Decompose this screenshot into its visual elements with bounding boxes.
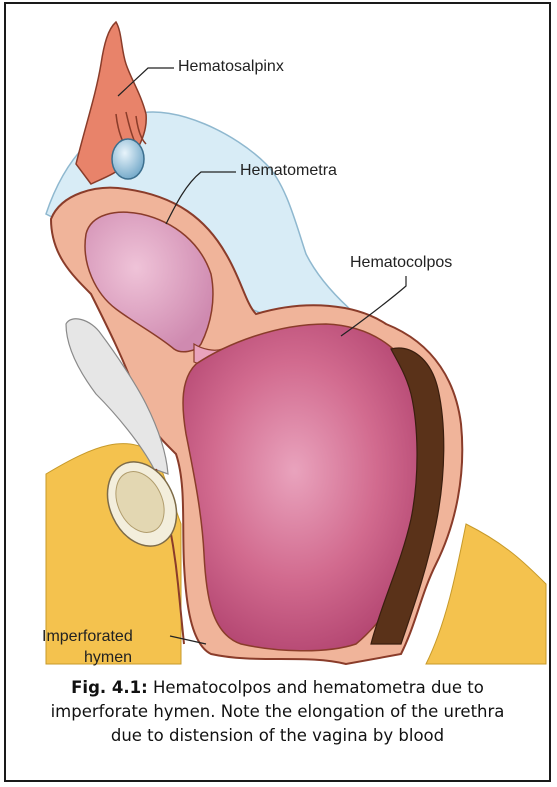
label-hematometra: Hematometra [240, 162, 337, 180]
illustration-svg [6, 4, 549, 676]
figure-caption: Fig. 4.1: Hematocolpos and hematometra d… [6, 676, 549, 748]
caption-line-3: due to distension of the vagina by blood [6, 724, 549, 748]
label-hymen: hymen [84, 649, 132, 667]
label-hematosalpinx: Hematosalpinx [178, 58, 284, 76]
caption-line-1: Fig. 4.1: Hematocolpos and hematometra d… [6, 676, 549, 700]
ovary [112, 139, 144, 179]
figure-number: Fig. 4.1: [71, 678, 148, 697]
label-imperforated: Imperforated [42, 628, 133, 646]
caption-line-1-text: Hematocolpos and hematometra due to [148, 678, 484, 697]
anatomical-illustration: Hematosalpinx Hematometra Hematocolpos I… [6, 4, 549, 676]
caption-line-2: imperforate hymen. Note the elongation o… [6, 700, 549, 724]
label-hematocolpos: Hematocolpos [350, 254, 452, 272]
figure-frame: Hematosalpinx Hematometra Hematocolpos I… [4, 2, 551, 782]
